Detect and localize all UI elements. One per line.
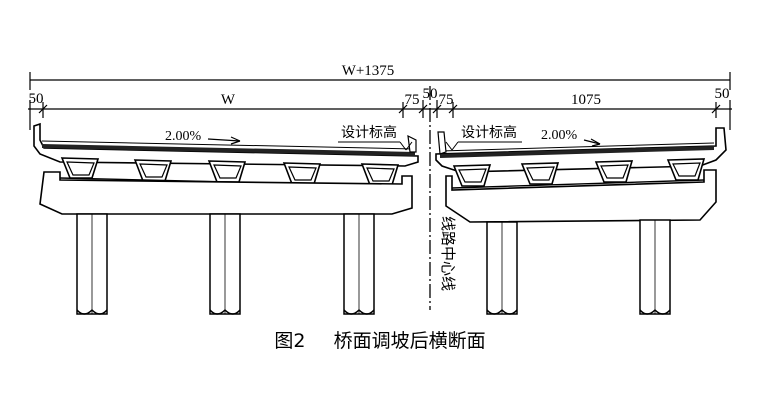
centerline-label: 线路中心线 (439, 216, 457, 291)
design-elevation-right: 设计标高 (445, 124, 522, 151)
left-pier-cap (39, 171, 413, 215)
figure-caption: 图2 桥面调坡后横断面 (0, 326, 760, 353)
left-deck-slab (33, 122, 419, 167)
dim-right-width: 1075 (571, 92, 601, 108)
right-columns (486, 219, 671, 315)
dim-left-edge: 50 (29, 91, 44, 107)
figure-number: 图2 (274, 330, 306, 352)
figure-title: 桥面调坡后横断面 (333, 330, 486, 352)
design-elevation-left: 设计标高 (338, 124, 413, 151)
design-elev-right-label: 设计标高 (461, 124, 517, 141)
dim-left-gap: 75 (405, 92, 420, 108)
dim-right-gap: 75 (439, 92, 454, 108)
slope-right-label: 2.00% (541, 128, 578, 143)
dim-total: W+1375 (342, 63, 395, 79)
right-pier-cap (445, 169, 717, 223)
left-pavement (42, 144, 415, 156)
slope-left-label: 2.00% (165, 129, 202, 144)
left-columns (76, 213, 375, 315)
slope-right: 2.00% (541, 128, 601, 147)
right-bridge (435, 127, 727, 223)
dim-left-width: W (221, 92, 236, 108)
dim-right-edge: 50 (715, 86, 730, 102)
right-pavement (440, 146, 714, 158)
design-elev-left-label: 设计标高 (341, 124, 397, 141)
left-bridge (33, 122, 419, 215)
dimension-lines (28, 72, 732, 130)
slope-left: 2.00% (165, 129, 241, 145)
